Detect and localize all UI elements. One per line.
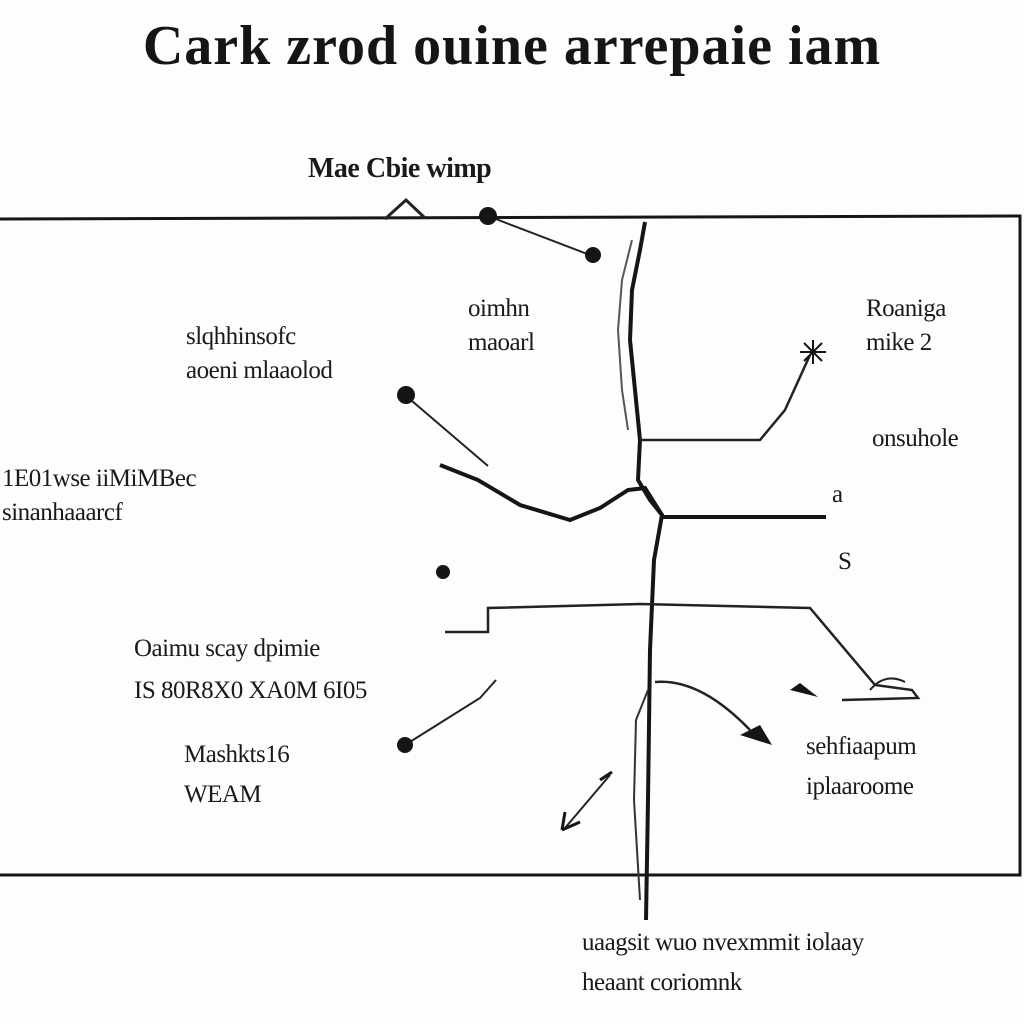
- label-right-mid: onsuhole: [872, 425, 959, 452]
- main-vertical-road: [627, 221, 665, 921]
- label-left-mid: 1E01wse iiMiMBec sinanhaaarcf: [2, 465, 197, 526]
- leader-lines: [404, 215, 611, 829]
- marker-dot: [436, 565, 450, 579]
- map-frame: [0, 214, 1022, 877]
- header-label: Mae Cbie wimp: [308, 153, 492, 184]
- label-right-small-a: a: [832, 481, 843, 508]
- arrow-icon: [740, 725, 772, 745]
- south-boundary: [445, 602, 921, 702]
- marker-dot: [585, 247, 601, 263]
- page-title: Cark zrod ouine arrepaie iam: [142, 15, 882, 77]
- marker-dot: [479, 207, 497, 225]
- arrow-icon: [599, 770, 613, 782]
- marker-dot: [397, 386, 415, 404]
- label-lower-right: sehfiaapum iplaaroome: [806, 733, 917, 800]
- arrow-icon: [790, 683, 818, 697]
- vertical-road-fork: [632, 689, 649, 901]
- southeast-curve: [654, 680, 751, 731]
- marker-dots: [397, 207, 601, 753]
- frame-notch: [383, 197, 427, 221]
- label-bottom-left: Mashkts16 WEAM: [184, 741, 290, 808]
- label-top-center: oimhn maoarl: [468, 295, 535, 356]
- label-lower-left: Oaimu scay dpimie IS 80R8X0 XA0M 6I05: [134, 635, 367, 704]
- label-upper-left: slqhhinsofc aoeni mlaaolod: [186, 323, 333, 384]
- marker-dot: [397, 737, 413, 753]
- rosette-icon: [800, 340, 826, 364]
- arrow-icon: [560, 811, 581, 832]
- northeast-connector: [640, 354, 812, 442]
- label-top-right: Roaniga mike 2: [866, 295, 946, 356]
- label-right-small-b: S: [838, 548, 852, 575]
- vertical-road-edge: [616, 239, 633, 431]
- bottom-caption: uaagsit wuo nvexmmit iolaay heaant corio…: [582, 929, 864, 996]
- west-road: [439, 463, 664, 523]
- boundary-bulge: [869, 677, 906, 691]
